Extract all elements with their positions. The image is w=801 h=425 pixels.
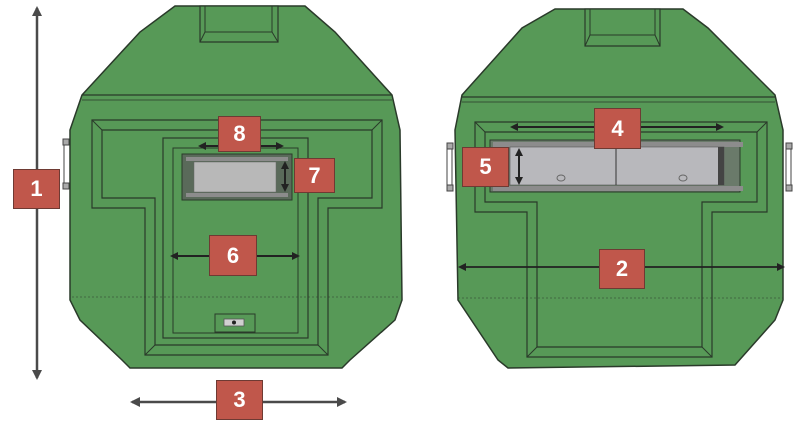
label-4: 4 — [594, 108, 641, 149]
label-3: 3 — [216, 380, 263, 420]
label-5: 5 — [462, 147, 509, 187]
label-1: 1 — [13, 169, 60, 209]
label-8: 8 — [218, 116, 261, 152]
label-6: 6 — [209, 235, 257, 276]
small-window-glass — [193, 161, 277, 193]
label-7: 7 — [294, 158, 335, 193]
wide-slot-panel — [509, 146, 725, 186]
side-view — [446, 8, 793, 369]
front-view — [32, 5, 403, 407]
label-2: 2 — [599, 249, 645, 289]
latch-left — [63, 139, 71, 189]
